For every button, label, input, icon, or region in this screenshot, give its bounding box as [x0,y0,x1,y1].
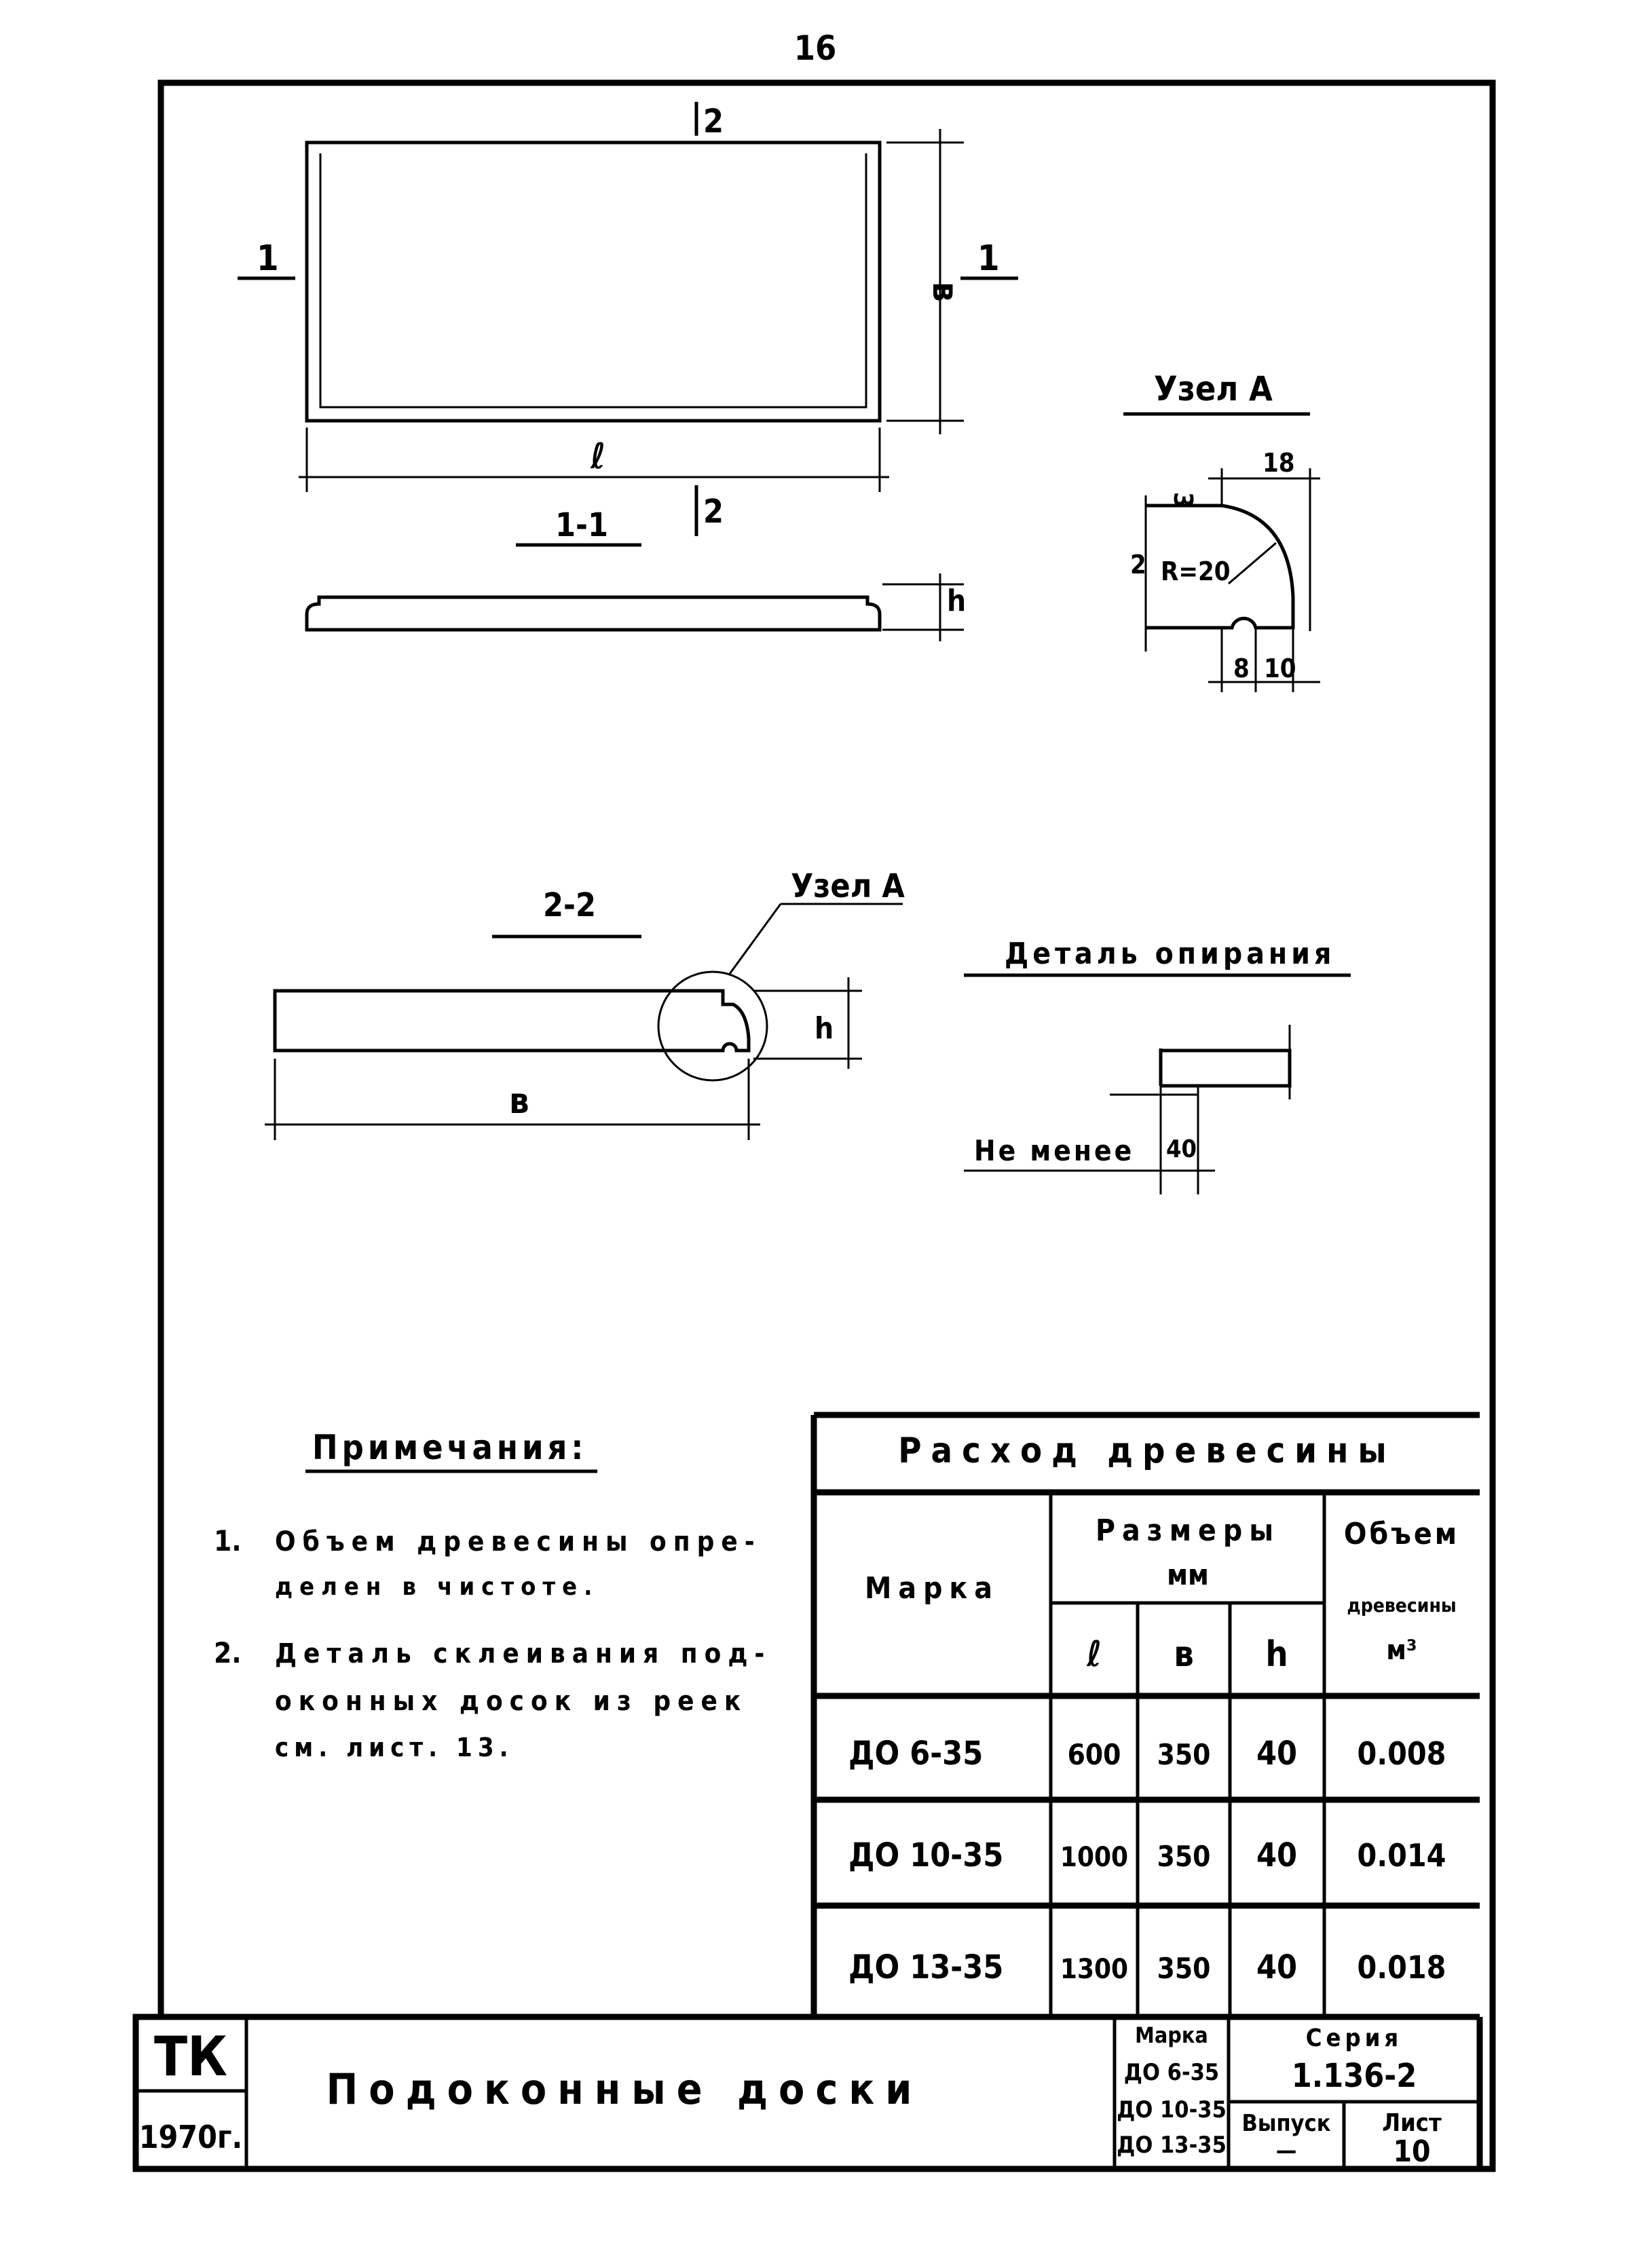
table-row: ДО 10-35 1000 350 40 0.014 [848,1836,1446,1874]
notes: Примечания: 1. Объем древесины опре- дел… [214,1428,771,1762]
node-a-detail: Узел А 18 3 2 R=20 8 10 [1123,369,1320,692]
cell-volume: 0.014 [1358,1837,1446,1874]
cell-l: 600 [1068,1738,1121,1771]
mark-item: ДО 10-35 [1117,2096,1227,2123]
cell-l: 1000 [1060,1842,1128,1873]
cell-b: 350 [1157,1738,1211,1771]
cell-mark: ДО 13-35 [848,1948,1003,1986]
section-1-1-title: 1-1 [555,506,608,544]
dim-height: h [947,584,966,618]
section-mark-right: 1 [977,238,1000,279]
mark-item: ДО 6-35 [1124,2059,1219,2086]
notes-title: Примечания: [312,1428,587,1467]
header-sizes-unit: мм [1167,1558,1209,1591]
cell-b: 350 [1157,1952,1211,1985]
section-2-2-title: 2-2 [543,886,596,924]
node-a-callout: Узел А [791,867,905,905]
dim-2-2-width: в [509,1081,529,1122]
support-detail-title: Деталь опирания [1005,937,1335,971]
title-block: ТК 1970г. Подоконные доски Марка ДО 6-35… [136,2014,1483,2169]
cell-b: 350 [1157,1840,1211,1873]
cell-volume: 0.018 [1358,1949,1446,1986]
cell-mark: ДО 6-35 [848,1735,983,1773]
note-line: оконных досок из реек [275,1686,747,1717]
section-mark-left: 1 [257,238,279,279]
dim-node-step: 3 [1168,492,1198,508]
note-number: 2. [214,1636,242,1669]
dim-node-side: 2 [1130,550,1146,580]
section-2-2: 2-2 Узел А h в [265,867,905,1140]
cell-volume: 0.008 [1358,1735,1446,1772]
note-number: 1. [214,1524,242,1557]
node-a-title: Узел А [1154,369,1273,409]
note-line: Объем древесины опре- [275,1526,762,1557]
section-mark-top: 2 [703,102,724,140]
section-1-1: 1-1 h [305,506,966,641]
series-number: 1.136-2 [1292,2057,1417,2095]
cell-mark: ДО 10-35 [848,1836,1003,1874]
plan-view: 2 2 1 1 ℓ в [238,102,1018,536]
cell-h: 40 [1256,1948,1297,1986]
support-detail: Деталь опирания Не менее 40 [964,937,1351,1194]
header-volume-unit: м³ [1386,1635,1417,1666]
series-label: Серия [1306,2024,1402,2052]
cell-l: 1300 [1060,1954,1128,1985]
dim-width: в [924,282,965,302]
dim-node-bottom-2: 10 [1264,654,1296,683]
header-l: ℓ [1086,1634,1102,1675]
dim-length: ℓ [590,436,605,477]
note-line: делен в чистоте. [275,1573,599,1601]
page-number: 16 [794,29,837,68]
support-label: Не менее [974,1134,1134,1167]
note-line: см. лист. 13. [275,1733,514,1762]
support-dim: 40 [1166,1135,1197,1163]
header-mark: Марка [865,1571,999,1606]
header-volume: Объем [1344,1517,1459,1551]
issue-label: Выпуск [1242,2110,1331,2137]
note-line: Деталь склеивания под- [275,1638,771,1669]
table-row: ДО 13-35 1300 350 40 0.018 [848,1948,1446,1986]
sheet-label: Лист [1382,2109,1442,2137]
section-mark-bottom: 2 [703,493,724,531]
wood-consumption-table: Расход древесины Марка Размеры мм ℓ в h … [810,1412,1480,2017]
table-title: Расход древесины [898,1431,1396,1471]
sheet-number: 10 [1393,2134,1430,2169]
table-row: ДО 6-35 600 350 40 0.008 [848,1735,1446,1773]
org-code: ТК [154,2025,227,2088]
issue-value: — [1276,2137,1297,2164]
mark-label: Марка [1135,2022,1208,2048]
year: 1970г. [139,2119,243,2155]
header-h: h [1265,1634,1288,1675]
header-sizes: Размеры [1096,1513,1280,1548]
cell-h: 40 [1256,1735,1297,1773]
header-volume-2: древесины [1347,1594,1456,1617]
dim-node-top: 18 [1263,448,1295,478]
dim-2-2-height: h [815,1011,834,1046]
mark-item: ДО 13-35 [1117,2132,1227,2159]
node-radius: R=20 [1161,556,1231,586]
cell-h: 40 [1256,1836,1297,1874]
dim-node-bottom-1: 8 [1233,654,1250,683]
header-b: в [1174,1634,1194,1675]
drawing-title: Подоконные доски [326,2064,923,2114]
